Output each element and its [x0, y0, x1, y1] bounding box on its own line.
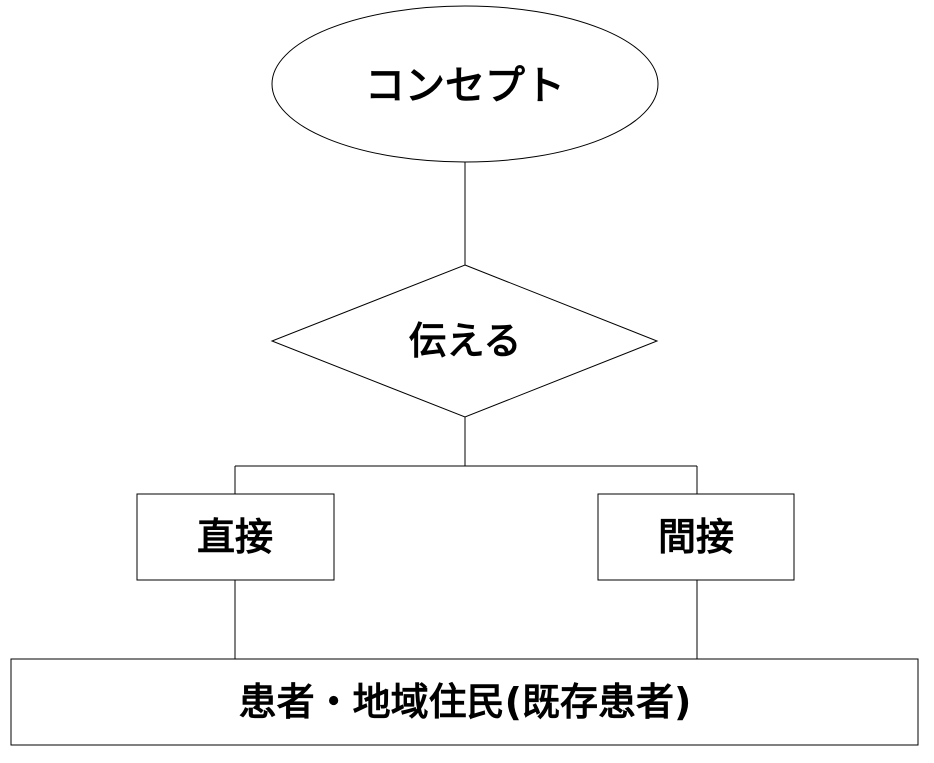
convey-decision-node [270, 264, 659, 418]
audience-node [10, 658, 919, 746]
indirect-label: 間接 [658, 515, 734, 559]
convey-label: 伝える [409, 319, 522, 363]
indirect-node [597, 493, 795, 581]
direct-label: 直接 [197, 515, 273, 559]
concept-label: コンセプト [365, 63, 565, 109]
direct-node [136, 493, 335, 581]
concept-node [271, 5, 659, 163]
audience-label: 患者・地域住民(既存患者) [239, 680, 692, 724]
